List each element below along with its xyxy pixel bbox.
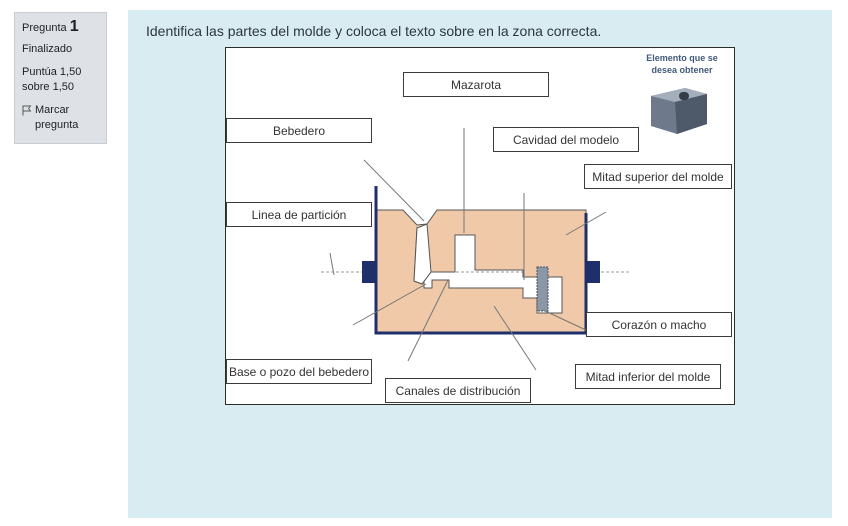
- drag-drop-area: Elemento que se desea obtener Mazarota B…: [225, 47, 735, 405]
- drop-base-pozo[interactable]: Base o pozo del bebedero: [226, 359, 372, 384]
- question-text: Identifica las partes del molde y coloca…: [146, 23, 602, 39]
- drop-bebedero[interactable]: Bebedero: [226, 118, 372, 143]
- question-number-value: 1: [69, 18, 79, 35]
- question-number: Pregunta 1: [22, 19, 99, 36]
- flag-question-button[interactable]: Marcar pregunta: [22, 103, 99, 133]
- drop-mitad-inferior[interactable]: Mitad inferior del molde: [575, 364, 721, 389]
- drop-cavidad-modelo[interactable]: Cavidad del modelo: [493, 127, 639, 152]
- question-label: Pregunta: [22, 22, 67, 34]
- core-shape: [536, 266, 549, 312]
- part-legend: Elemento que se desea obtener: [646, 53, 718, 75]
- drop-canales-distribucion[interactable]: Canales de distribución: [385, 378, 531, 403]
- part-image: [645, 82, 711, 138]
- drop-linea-particion[interactable]: Linea de partición: [226, 202, 372, 227]
- drop-mazarota[interactable]: Mazarota: [403, 72, 549, 97]
- drop-corazon-macho[interactable]: Corazón o macho: [586, 312, 732, 337]
- flag-icon: [22, 105, 32, 116]
- question-content: Identifica las partes del molde y coloca…: [128, 10, 832, 518]
- question-state: Finalizado: [22, 43, 73, 55]
- question-info-panel: Pregunta 1 Finalizado Puntúa 1,50 sobre …: [14, 12, 107, 144]
- mold-diagram: [321, 82, 711, 371]
- drop-mitad-superior[interactable]: Mitad superior del molde: [584, 164, 732, 189]
- flag-question-label: Marcar pregunta: [35, 104, 79, 131]
- question-grade: Puntúa 1,50 sobre 1,50: [22, 66, 82, 93]
